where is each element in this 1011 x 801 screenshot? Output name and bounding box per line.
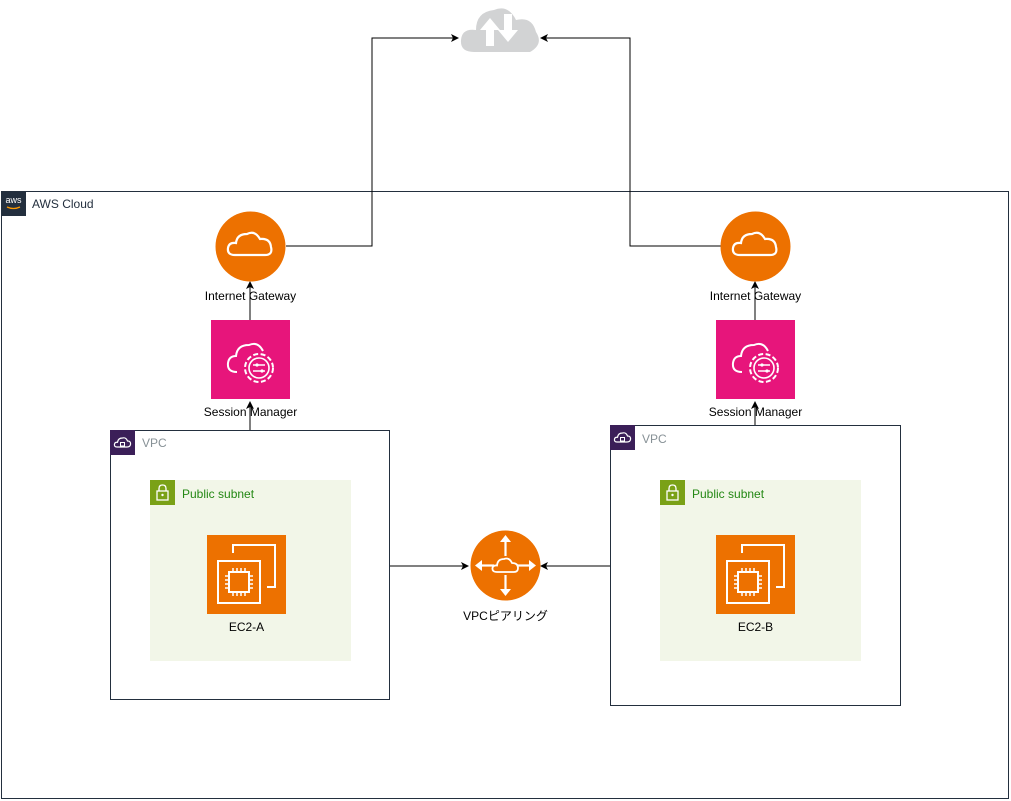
aws-logo-icon: aws <box>1 191 26 216</box>
ssm-a-label: Session Manager <box>203 405 298 419</box>
subnet-lock-icon <box>150 480 175 505</box>
subnet-lock-icon <box>660 480 685 505</box>
aws-cloud-label: AWS Cloud <box>32 197 94 211</box>
subnet-a-label: Public subnet <box>182 487 255 501</box>
session-manager-icon <box>211 320 290 399</box>
internet-cloud-icon <box>460 8 539 52</box>
vpc-icon <box>110 430 135 455</box>
session-manager-icon <box>716 320 795 399</box>
ec2-instance-icon <box>207 535 286 614</box>
edge-igw-a-to-internet <box>286 34 459 247</box>
igw-a-label: Internet Gateway <box>204 289 297 303</box>
internet-gateway-icon <box>215 211 286 282</box>
ec2-b-label: EC2-B <box>737 620 774 634</box>
vpc-peering-router-icon <box>470 530 541 601</box>
ssm-b-label: Session Manager <box>708 405 803 419</box>
subnet-b-label: Public subnet <box>692 487 765 501</box>
vpc-a-label: VPC <box>142 436 167 450</box>
vpc-icon <box>610 425 635 450</box>
ec2-instance-icon <box>716 535 795 614</box>
igw-b-label: Internet Gateway <box>709 289 802 303</box>
internet-gateway-icon <box>720 211 791 282</box>
vpc-peering-label: VPCピアリング <box>463 609 548 623</box>
ec2-a-label: EC2-A <box>228 620 265 634</box>
svg-text:aws: aws <box>5 195 22 205</box>
vpc-b-label: VPC <box>642 432 667 446</box>
edge-igw-b-to-internet <box>540 34 721 247</box>
aws-cloud-group <box>1 191 1009 799</box>
